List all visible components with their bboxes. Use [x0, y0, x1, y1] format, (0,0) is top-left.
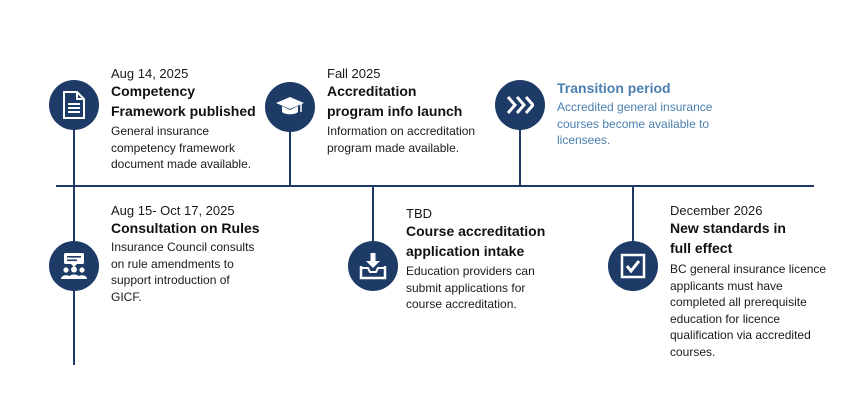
- milestone-icon-circle: [49, 80, 99, 130]
- forward-chevrons-icon: [506, 95, 534, 115]
- group-chat-icon: [58, 252, 90, 280]
- checkbox-icon: [620, 253, 646, 279]
- stem-m5: [372, 186, 374, 241]
- milestone-description: Accredited general insurance courses bec…: [557, 100, 713, 147]
- milestone-title: Transition period: [557, 80, 671, 96]
- timeline-axis: [56, 185, 814, 187]
- milestone-date: Fall 2025: [327, 66, 381, 81]
- milestone-date: Aug 15- Oct 17, 2025: [111, 203, 235, 218]
- stem-m6: [632, 186, 634, 241]
- document-icon: [62, 91, 86, 119]
- milestone-description: Information on accreditation program mad…: [327, 124, 476, 155]
- milestone-description: Education providers can submit applicati…: [406, 264, 535, 311]
- milestone-icon-circle: [265, 82, 315, 132]
- milestone-icon-circle: [608, 241, 658, 291]
- milestone-icon-circle: [49, 241, 99, 291]
- milestone-date: December 2026: [670, 203, 763, 218]
- milestone-title: Competency Framework published: [111, 83, 256, 119]
- milestone-description: Insurance Council consults on rule amend…: [111, 240, 255, 304]
- milestone-title: Consultation on Rules: [111, 220, 260, 236]
- milestone-description: BC general insurance licence applicants …: [670, 262, 827, 359]
- milestone-icon-circle: [495, 80, 545, 130]
- milestone-title: New standards in full effect: [670, 220, 786, 256]
- milestone-title: Course accreditation application intake: [406, 223, 546, 259]
- milestone-description: General insurance competency framework d…: [111, 124, 252, 171]
- stem-m3: [519, 125, 521, 186]
- stem-m2: [289, 125, 291, 186]
- milestone-title: Accreditation program info launch: [327, 83, 463, 119]
- milestone-icon-circle: [348, 241, 398, 291]
- graduation-cap-icon: [275, 95, 305, 119]
- milestone-date: TBD: [406, 206, 432, 221]
- inbox-download-icon: [359, 252, 387, 280]
- milestone-date: Aug 14, 2025: [111, 66, 189, 81]
